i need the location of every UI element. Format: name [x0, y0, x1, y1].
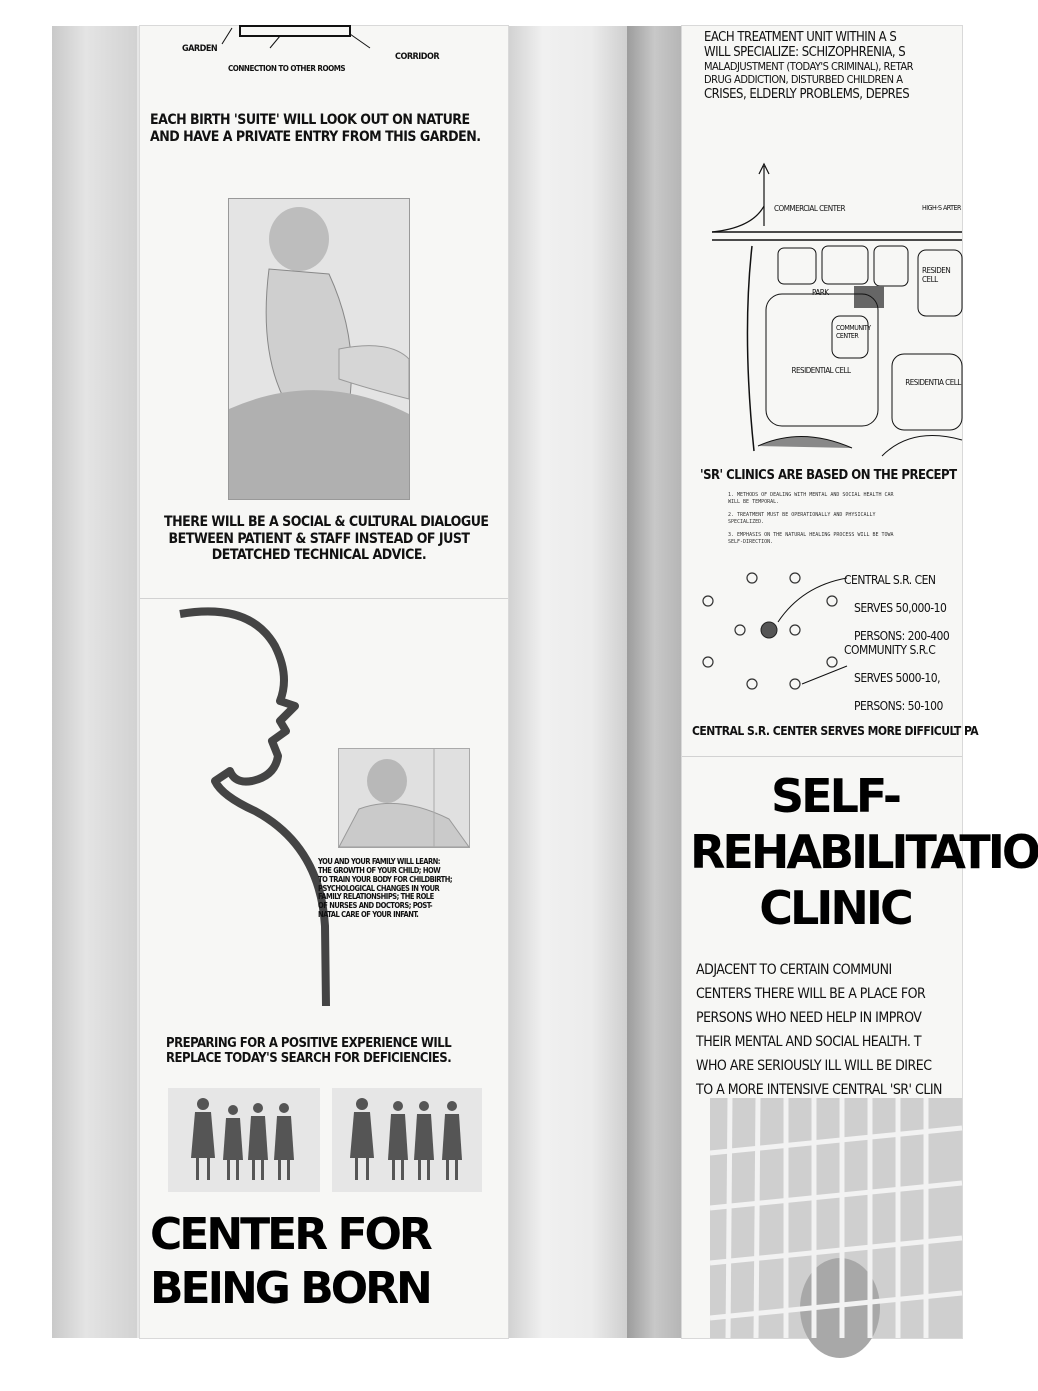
family-line: YOU AND YOUR FAMILY WILL LEARN:: [318, 857, 441, 866]
figures-art-left: [191, 1098, 294, 1180]
precept-line: 2. TREATMENT MUST BE OPERATIONALLY AND P…: [728, 512, 876, 518]
precept-list: 1. METHODS OF DEALING WITH MENTAL AND SO…: [728, 492, 894, 546]
dialogue-text: THERE WILL BE A SOCIAL & CULTURAL DIALOG…: [164, 514, 489, 564]
treatment-line: MALADJUSTMENT (TODAY'S CRIMINAL), RETAR: [704, 59, 914, 73]
treatment-line: EACH TREATMENT UNIT WITHIN A S: [704, 30, 897, 45]
clinic-title-line: SELF-: [771, 769, 902, 823]
positive-text: PREPARING FOR A POSITIVE EXPERIENCE WILL…: [166, 1036, 452, 1067]
family-line: THE GROWTH OF YOUR CHILD; HOW: [318, 865, 441, 875]
clinic-title: SELF- REHABILITATIO CLINIC: [690, 768, 1038, 936]
map-residential-right-bottom: RESIDENTIA CELL: [905, 378, 961, 387]
family-line: TO TRAIN YOUR BODY FOR CHILDBIRTH;: [318, 874, 453, 884]
map-park: PARK: [812, 288, 829, 297]
family-line: FAMILY RELATIONSHIPS; THE ROLE: [318, 892, 434, 902]
child-photo-art: [229, 199, 410, 499]
dialogue-line: THERE WILL BE A SOCIAL & CULTURAL DIALOG…: [164, 514, 489, 530]
birth-suite-text: EACH BIRTH 'SUITE' WILL LOOK OUT ON NATU…: [150, 112, 481, 145]
adjacent-line: THEIR MENTAL AND SOCIAL HEALTH. T: [696, 1034, 922, 1050]
treatment-text: EACH TREATMENT UNIT WITHIN A S WILL SPEC…: [704, 30, 914, 102]
positive-line: PREPARING FOR A POSITIVE EXPERIENCE WILL: [166, 1036, 452, 1051]
central-serves-text: CENTRAL S.R. CENTER SERVES MORE DIFFICUL…: [692, 724, 979, 738]
map-commercial: COMMERCIAL CENTER: [774, 204, 846, 213]
community-center-text: COMMUNITY S.R.C SERVES 5000-10, PERSONS:…: [844, 636, 943, 720]
positive-line: REPLACE TODAY'S SEARCH FOR DEFICIENCIES.: [166, 1051, 452, 1067]
wall-middle: [507, 26, 627, 1338]
mother-photo-art: [338, 749, 470, 848]
treatment-line: DRUG ADDICTION, DISTURBED CHILDREN A: [704, 72, 903, 86]
map-residential-left: RESIDENTIAL CELL: [791, 366, 851, 375]
figures-photo-right: [332, 1088, 482, 1192]
treatment-line: CRISES, ELDERLY PROBLEMS, DEPRES: [704, 86, 910, 102]
adjacent-line: WHO ARE SERIOUSLY ILL WILL BE DIREC: [696, 1058, 932, 1074]
central-center-line: PERSONS: 200-400: [854, 629, 950, 643]
treatment-line: WILL SPECIALIZE: SCHIZOPHRENIA, S: [704, 45, 906, 61]
clinic-title-line: CLINIC: [759, 881, 914, 935]
dialogue-line: DETATCHED TECHNICAL ADVICE.: [211, 547, 427, 564]
precept-line: SPECIALIZED.: [728, 519, 765, 525]
pillar-edge: [627, 26, 682, 1338]
precept-line: 1. METHODS OF DEALING WITH MENTAL AND SO…: [728, 492, 894, 498]
city-map-diagram: [711, 162, 963, 457]
left-exhibit-panel: GARDEN CONNECTION TO OTHER ROOMS CORRIDO…: [140, 25, 508, 1338]
map-artery: HIGH-S ARTER: [922, 204, 961, 212]
central-center-text: CENTRAL S.R. CEN SERVES 50,000-10 PERSON…: [844, 566, 950, 650]
bars-grid-photo: [709, 1097, 963, 1358]
adjacent-line: CENTERS THERE WILL BE A PLACE FOR: [696, 986, 926, 1002]
figures-photo-left: [168, 1088, 320, 1192]
center-title: CENTER FOR BEING BORN: [150, 1208, 433, 1316]
birth-suite-line: AND HAVE A PRIVATE ENTRY FROM THIS GARDE…: [150, 128, 481, 145]
map-community: COMMUNITY CENTER: [836, 324, 871, 341]
community-center-line: SERVES 5000-10,: [854, 671, 941, 685]
map-residential-right-top: RESIDEN CELL: [922, 266, 951, 285]
central-center-line: CENTRAL S.R. CEN: [844, 573, 936, 587]
precept-line: 3. EMPHASIS ON THE NATURAL HEALING PROCE…: [728, 532, 894, 538]
clinic-title-line: REHABILITATIO: [690, 825, 1038, 879]
panel-divider: [140, 598, 508, 599]
adjacent-line: ADJACENT TO CERTAIN COMMUNI: [696, 962, 892, 978]
bars-grid-art: [709, 1097, 963, 1358]
dialogue-line: BETWEEN PATIENT & STAFF INSTEAD OF JUST: [168, 530, 470, 547]
community-center-line: PERSONS: 50-100: [854, 699, 943, 713]
family-line: OF NURSES AND DOCTORS; POST-: [318, 901, 433, 911]
family-line: NATAL CARE OF YOUR INFANT.: [318, 910, 419, 920]
central-center-line: SERVES 50,000-10: [854, 601, 947, 615]
floorplan-diagram: [221, 25, 371, 49]
center-title-line: CENTER FOR: [150, 1209, 433, 1260]
family-text: YOU AND YOUR FAMILY WILL LEARN: THE GROW…: [318, 857, 453, 920]
label-corridor: CORRIDOR: [395, 52, 440, 62]
precept-line: SELF-DIRECTION.: [728, 539, 774, 545]
child-photo: [228, 198, 410, 500]
precept-line: WILL BE TEMPORAL.: [728, 499, 780, 505]
adjacent-text: ADJACENT TO CERTAIN COMMUNI CENTERS THER…: [696, 958, 942, 1102]
mother-photo: [338, 748, 470, 848]
profile-silhouette: [179, 607, 330, 1007]
birth-suite-line: EACH BIRTH 'SUITE' WILL LOOK OUT ON NATU…: [150, 112, 470, 128]
label-connection: CONNECTION TO OTHER ROOMS: [228, 64, 346, 73]
adjacent-line: TO A MORE INTENSIVE CENTRAL 'SR' CLIN: [696, 1082, 942, 1098]
community-center-line: COMMUNITY S.R.C: [844, 643, 936, 657]
right-exhibit-panel: EACH TREATMENT UNIT WITHIN A S WILL SPEC…: [682, 26, 1038, 1358]
wall-left: [52, 26, 137, 1338]
family-line: PSYCHOLOGICAL CHANGES IN YOUR: [318, 883, 440, 893]
adjacent-line: PERSONS WHO NEED HELP IN IMPROV: [696, 1010, 922, 1026]
figures-art-right: [350, 1098, 462, 1180]
center-dot-diagram: [702, 572, 848, 690]
precept-heading: 'SR' CLINICS ARE BASED ON THE PRECEPT: [700, 468, 957, 483]
label-garden: GARDEN: [182, 44, 218, 54]
center-title-line: BEING BORN: [150, 1263, 433, 1314]
panel-divider-right: [682, 756, 962, 757]
exhibition-photo: GARDEN CONNECTION TO OTHER ROOMS CORRIDO…: [52, 25, 1038, 1358]
